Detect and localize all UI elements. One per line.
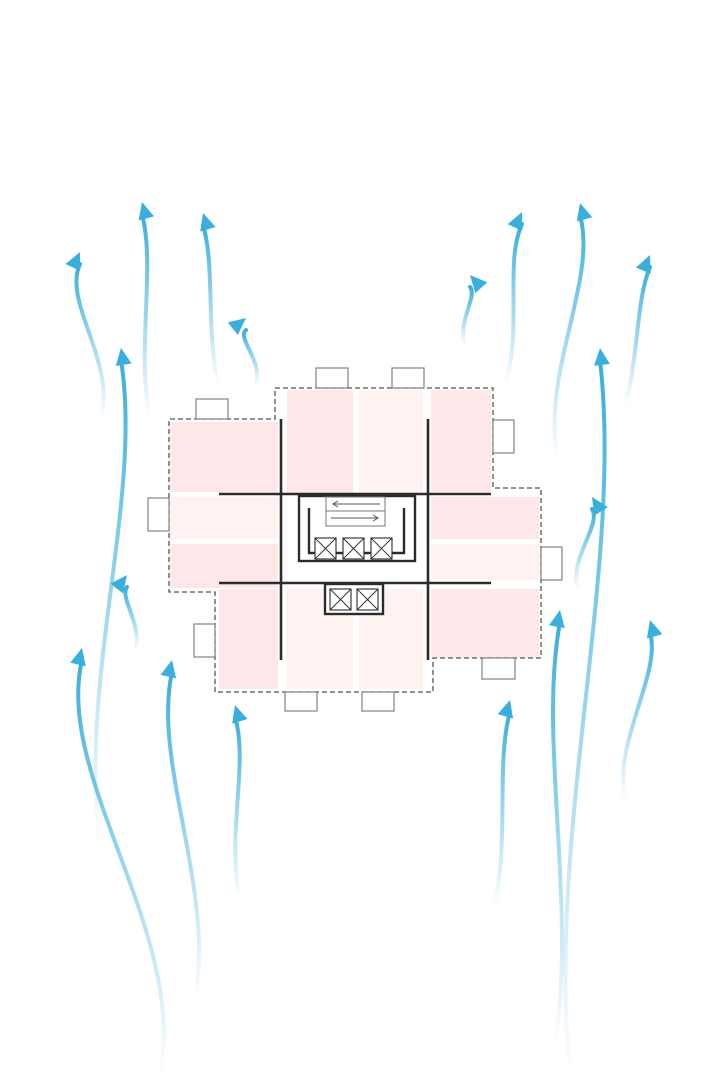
elevator-cross-box-icon xyxy=(314,537,337,560)
unit-e-upper xyxy=(431,497,539,539)
airflow-arrow-path xyxy=(493,710,512,907)
unit-n-left xyxy=(287,390,353,494)
balcony xyxy=(540,546,563,581)
airflow-arrow-path xyxy=(552,213,586,462)
balcony xyxy=(193,623,216,658)
balcony xyxy=(284,691,318,712)
airflow-arrow-path xyxy=(76,658,166,1077)
unit-w-lower xyxy=(170,544,278,588)
elevator-cross-box-icon xyxy=(329,588,352,611)
balcony xyxy=(315,367,349,389)
elevator-bank-upper xyxy=(314,537,393,560)
unit-nw-mid xyxy=(170,497,278,539)
unit-se-lower xyxy=(431,589,539,658)
curved-arrow-up-icon xyxy=(635,255,651,274)
airflow-arrow-path xyxy=(201,223,220,387)
curved-arrow-up-icon xyxy=(592,497,608,516)
balcony xyxy=(195,398,229,420)
unit-nw-upper xyxy=(170,422,278,492)
airflow-arrow-path xyxy=(623,265,652,407)
curved-arrow-up-icon xyxy=(576,203,593,222)
airflow-arrow-path xyxy=(461,285,474,347)
curved-arrow-up-icon xyxy=(507,212,523,231)
balconies xyxy=(147,367,563,712)
airflow-arrow-path xyxy=(166,670,201,1002)
balcony xyxy=(361,691,395,712)
balcony xyxy=(147,497,170,532)
airflow-arrow-path xyxy=(503,222,524,387)
airflow-arrow-path xyxy=(574,507,596,592)
airflow-arrow-path xyxy=(233,715,242,902)
airflow-arrow-path xyxy=(621,630,654,802)
elevator-cross-box-icon xyxy=(356,588,379,611)
curved-arrow-up-icon xyxy=(227,318,246,335)
unit-n-right xyxy=(359,390,423,494)
curved-arrow-up-icon xyxy=(549,610,565,629)
balcony xyxy=(492,419,515,454)
elevator-cross-box-icon xyxy=(342,537,365,560)
curved-arrow-up-icon xyxy=(110,575,127,594)
unit-sw-lower xyxy=(219,589,278,689)
apartment-units xyxy=(170,390,539,689)
unit-ne-upper xyxy=(431,390,491,492)
airflow-arrow-path xyxy=(93,358,128,847)
stair-arrow-icon xyxy=(331,500,380,522)
balcony xyxy=(391,367,425,389)
curved-arrow-up-icon xyxy=(594,348,610,366)
curved-arrow-up-icon xyxy=(65,252,81,271)
building-core xyxy=(297,494,417,616)
curved-arrow-up-icon xyxy=(70,648,86,667)
unit-e-mid xyxy=(431,544,539,580)
airflow-arrow-path xyxy=(123,585,139,652)
curved-arrow-up-icon xyxy=(200,213,216,232)
curved-arrow-up-icon xyxy=(115,348,132,367)
balcony xyxy=(481,657,516,680)
floor-plan xyxy=(147,367,563,712)
airflow-arrow-path xyxy=(563,358,607,1077)
airflow-arrow-path xyxy=(140,212,152,422)
airflow-arrow-path xyxy=(74,262,106,422)
elevator-bank-lower xyxy=(329,588,379,611)
curved-arrow-up-icon xyxy=(470,275,488,294)
curved-arrow-up-icon xyxy=(138,202,155,221)
curved-arrow-up-icon xyxy=(232,705,248,724)
elevator-cross-box-icon xyxy=(370,537,393,560)
curved-arrow-up-icon xyxy=(160,660,177,679)
curved-arrow-up-icon xyxy=(497,700,514,719)
airflow-arrows xyxy=(65,202,663,1077)
curved-arrow-up-icon xyxy=(646,620,663,639)
airflow-arrow-path xyxy=(242,328,259,387)
airflow-arrow-path xyxy=(551,620,564,1047)
